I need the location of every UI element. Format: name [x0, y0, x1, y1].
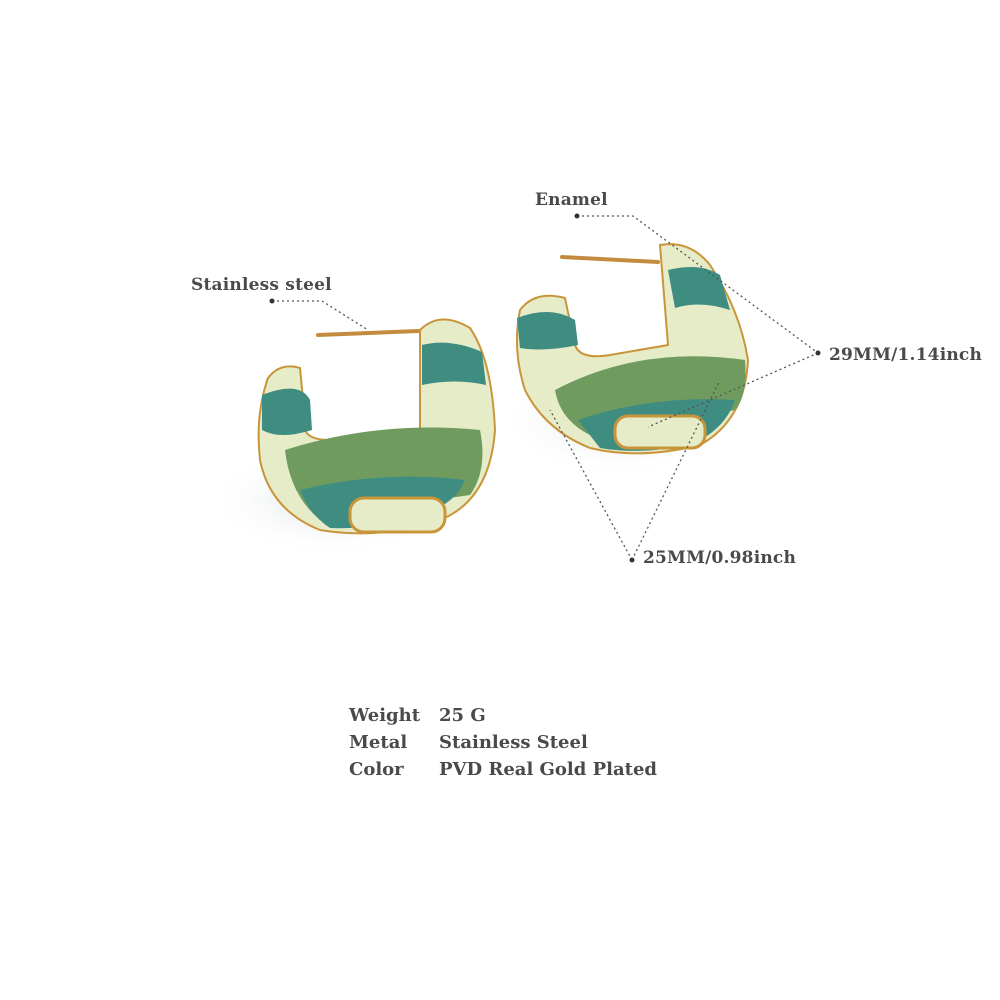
spec-row-metal: Metal Stainless Steel	[349, 729, 657, 756]
stainless-steel-callout: Stainless steel	[191, 275, 332, 295]
spec-row-color: Color PVD Real Gold Plated	[349, 756, 657, 783]
width-dimension-callout: 25MM/0.98inch	[643, 548, 797, 568]
spec-key: Weight	[349, 705, 421, 726]
spec-row-weight: Weight 25 G	[349, 702, 657, 729]
spec-value: 25 G	[439, 705, 486, 726]
specs-table: Weight 25 G Metal Stainless Steel Color …	[349, 702, 657, 783]
right-earring	[500, 243, 750, 475]
callout-dots	[269, 213, 821, 563]
height-dimension-callout: 29MM/1.14inch	[829, 345, 983, 365]
left-earring	[210, 318, 497, 555]
spec-key: Metal	[349, 732, 408, 753]
spec-value: Stainless Steel	[439, 732, 588, 753]
spec-key: Color	[349, 759, 404, 780]
spec-value: PVD Real Gold Plated	[439, 759, 658, 780]
enamel-callout: Enamel	[535, 190, 608, 210]
callout-lines	[272, 215, 819, 561]
